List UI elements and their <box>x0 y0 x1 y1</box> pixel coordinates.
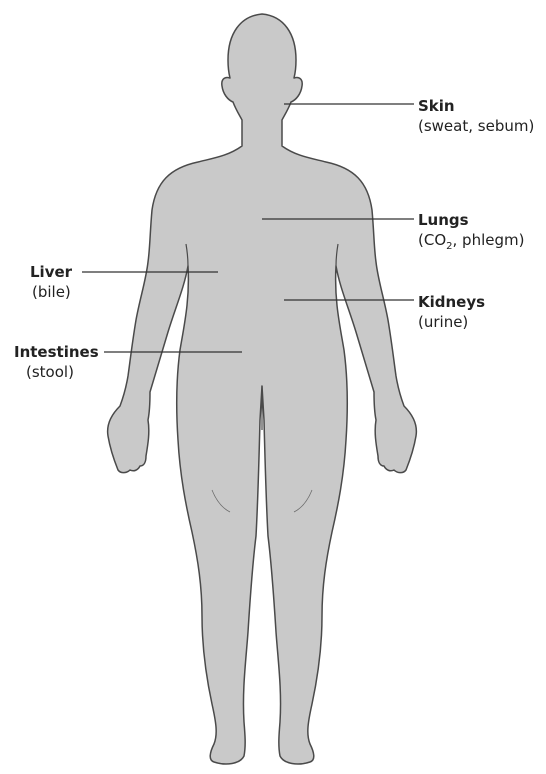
intestines-detail: (stool) <box>14 362 99 382</box>
lungs-detail: (CO2, phlegm) <box>418 230 524 250</box>
liver-label: Liver (bile) <box>30 262 72 302</box>
lungs-detail-prefix: (CO <box>418 231 446 249</box>
liver-name: Liver <box>30 262 72 282</box>
kidneys-label: Kidneys (urine) <box>418 292 485 332</box>
kidneys-detail: (urine) <box>418 312 485 332</box>
intestines-label: Intestines (stool) <box>14 342 99 382</box>
lungs-name: Lungs <box>418 210 524 230</box>
lungs-detail-suffix: , phlegm) <box>453 231 525 249</box>
skin-detail: (sweat, sebum) <box>418 116 534 136</box>
lungs-label: Lungs (CO2, phlegm) <box>418 210 524 250</box>
liver-detail: (bile) <box>30 282 72 302</box>
kidneys-name: Kidneys <box>418 292 485 312</box>
skin-name: Skin <box>418 96 534 116</box>
intestines-name: Intestines <box>14 342 99 362</box>
skin-label: Skin (sweat, sebum) <box>418 96 534 136</box>
